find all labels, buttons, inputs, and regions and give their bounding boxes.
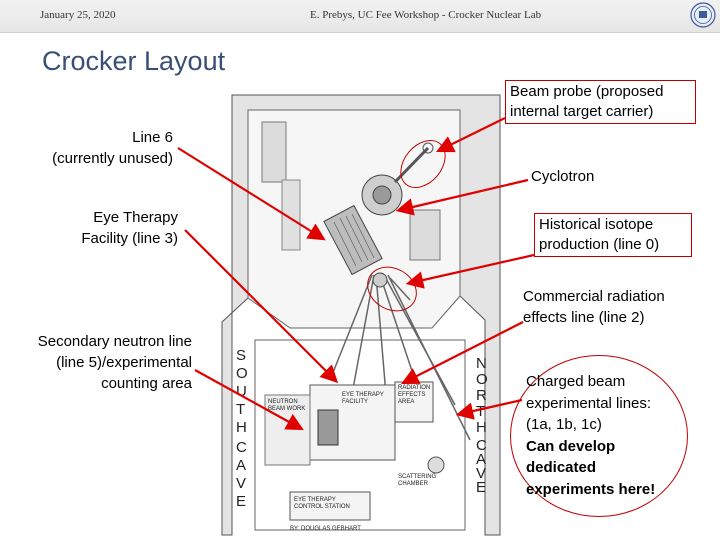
label-line: Secondary neutron line xyxy=(37,333,192,350)
slide-title: Crocker Layout xyxy=(42,46,226,76)
radiation-room-label: RADIATION xyxy=(398,385,430,391)
south-cave-letter: V xyxy=(236,475,246,492)
scattering-label: CHAMBER xyxy=(398,481,429,487)
south-cave-letter: C xyxy=(236,439,247,456)
beam-probe xyxy=(393,146,430,184)
arrow-eye-therapy xyxy=(184,229,339,384)
label-line: effects line (line 2) xyxy=(523,309,645,326)
scattering-label: SCATTERING xyxy=(398,474,437,480)
label-line-bold: dedicated xyxy=(526,459,597,476)
switching-magnet xyxy=(372,272,388,288)
uc-seal-icon xyxy=(690,2,716,28)
north-cave-letter: A xyxy=(476,451,486,468)
eye-room-label: EYE THERAPY xyxy=(342,392,384,398)
label-line-bold: Can develop xyxy=(526,437,616,455)
dee-lines xyxy=(333,213,375,267)
south-cave-letter: T xyxy=(236,401,245,418)
label-line: Facility (line 3) xyxy=(81,230,178,247)
shield-block xyxy=(281,179,301,251)
label-line: experimental lines: xyxy=(526,394,652,412)
south-cave-letter: E xyxy=(236,493,246,510)
shield-block xyxy=(409,209,441,261)
eye-room-label: FACILITY xyxy=(342,399,368,405)
arrow-line6 xyxy=(177,147,326,241)
arrow-charged xyxy=(455,398,523,420)
label-line: counting area xyxy=(101,375,192,392)
label-line: Eye Therapy xyxy=(93,209,178,226)
label-line: (line 5)/experimental xyxy=(56,354,192,371)
south-cave-letter: O xyxy=(236,365,248,382)
eye-therapy-label: Eye Therapy Facility (line 3) xyxy=(20,207,178,249)
dee-structure xyxy=(323,204,383,276)
commercial-radiation-label: Commercial radiation effects line (line … xyxy=(523,286,665,328)
north-cave-text: N O R T H C A V E xyxy=(476,355,488,496)
label-line: Historical isotope xyxy=(539,216,654,233)
isotope-callout: Historical isotope production (line 0) xyxy=(534,213,692,257)
control-label: EYE THERAPY xyxy=(294,497,336,503)
label-line-bold: experiments here! xyxy=(526,480,656,498)
south-cave-letter: H xyxy=(236,419,247,436)
arrow-commercial xyxy=(401,321,524,384)
label-line: internal target carrier) xyxy=(510,103,654,120)
control-label: CONTROL STATION xyxy=(294,504,350,510)
north-cave-letter: N xyxy=(476,355,487,372)
neutron-room-label: NEUTRON xyxy=(268,399,298,405)
experimental-hall xyxy=(254,339,466,531)
line6-label: Line 6 (currently unused) xyxy=(20,127,173,169)
label-line: (currently unused) xyxy=(52,150,173,167)
north-cave-letter: C xyxy=(476,437,487,454)
north-cave-letter: E xyxy=(476,479,486,496)
cyclotron-core xyxy=(372,185,392,205)
scattering-chamber xyxy=(427,456,445,474)
label-line: production (line 0) xyxy=(539,236,660,253)
charged-beam-label: Charged beam experimental lines: (1a, 1b… xyxy=(526,371,655,500)
north-cave-letter: O xyxy=(476,371,488,388)
label-line: Charged beam xyxy=(526,373,626,390)
header-footer-text: E. Prebys, UC Fee Workshop - Crocker Nuc… xyxy=(310,9,542,21)
eye-therapy-equipment xyxy=(317,409,339,446)
neutron-room-label: BEAM WORK xyxy=(268,406,305,412)
south-cave-letter: S xyxy=(236,347,246,364)
shield-block xyxy=(261,121,287,183)
arrow-beam-probe xyxy=(436,117,506,153)
north-cave-letter: H xyxy=(476,419,487,436)
south-cave-text: S O U T H C A V E xyxy=(236,347,248,510)
cyclotron-label: Cyclotron xyxy=(531,168,595,185)
south-cave-letter: U xyxy=(236,383,247,400)
label-line: (1a, 1b, 1c) xyxy=(526,416,602,433)
charged-beam-oval xyxy=(510,355,688,517)
control-station xyxy=(289,491,371,521)
label-line: Beam probe (proposed xyxy=(510,83,664,100)
south-cave-letter: A xyxy=(236,457,246,474)
beam-probe-callout: Beam probe (proposed internal target car… xyxy=(505,80,696,124)
drawing-credit: BY: DOUGLAS GEBHART xyxy=(290,526,361,532)
north-cave-letter: V xyxy=(476,465,486,482)
arrow-cyclotron xyxy=(395,178,529,216)
arrow-isotope xyxy=(405,253,535,289)
arrow-secondary xyxy=(194,369,304,431)
radiation-room-label: EFFECTS xyxy=(398,392,425,398)
secondary-neutron-label: Secondary neutron line (line 5)/experime… xyxy=(4,331,192,394)
slide-header: January 25, 2020 E. Prebys, UC Fee Works… xyxy=(0,0,720,33)
north-cave-letter: R xyxy=(476,387,487,404)
header-date: January 25, 2020 xyxy=(40,9,116,21)
north-cave-letter: T xyxy=(476,403,485,420)
label-line: Line 6 xyxy=(132,129,173,146)
label-line: Commercial radiation xyxy=(523,288,665,305)
radiation-room-label: AREA xyxy=(398,399,414,405)
